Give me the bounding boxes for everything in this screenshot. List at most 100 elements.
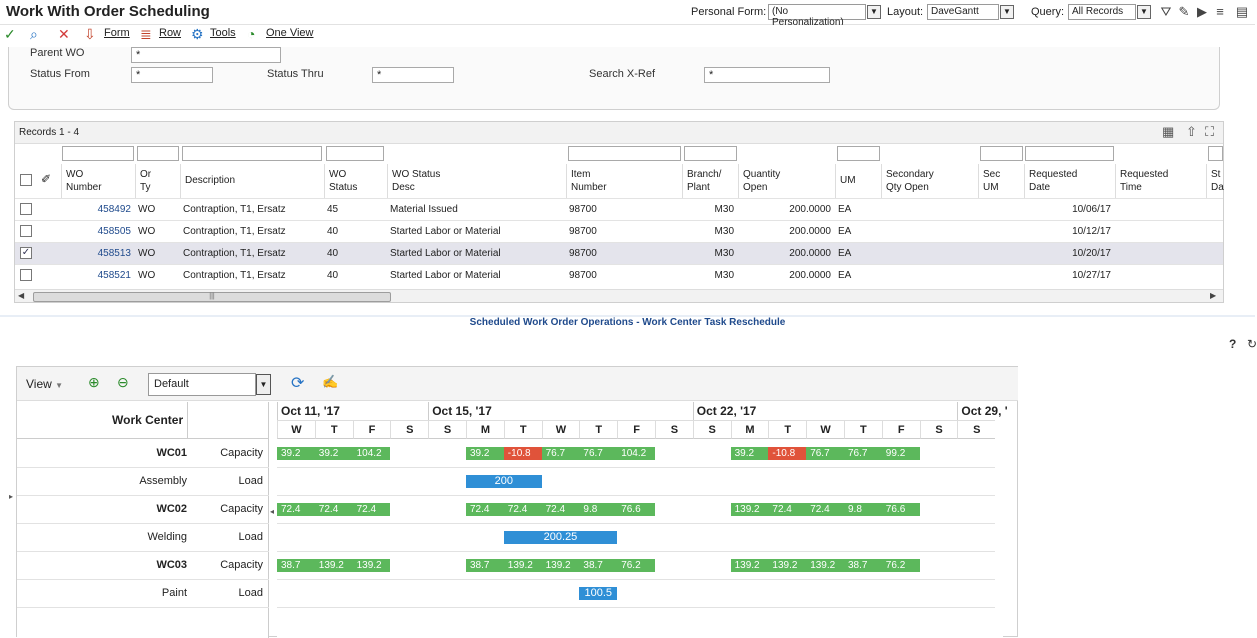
row-menu[interactable]: Row (159, 27, 182, 39)
capacity-cell[interactable]: 76.2 (881, 559, 920, 572)
capacity-cell[interactable]: 38.7 (466, 559, 504, 572)
capacity-cell[interactable]: 72.4 (768, 503, 807, 516)
status-thru-field[interactable]: * (372, 67, 454, 83)
cell-wo-number[interactable]: 458505 (97, 226, 131, 237)
capacity-cell[interactable]: 139.2 (503, 559, 542, 572)
scroll-left-icon[interactable]: ◀ (18, 291, 25, 300)
capacity-cell[interactable]: 139.2 (806, 559, 844, 572)
layout-select[interactable]: DaveGantt (927, 4, 999, 20)
form-icon[interactable]: ⇩ (84, 26, 96, 42)
zoom-out-icon[interactable]: ⊖ (117, 374, 129, 390)
capacity-cell[interactable]: 9.8 (579, 503, 618, 516)
col-um[interactable]: UM (835, 164, 881, 198)
row-checkbox[interactable] (20, 225, 32, 237)
qbe-st-da[interactable] (1208, 146, 1223, 161)
view-menu[interactable]: View ▼ (26, 377, 64, 391)
menu-icon[interactable]: ≡ (1216, 4, 1224, 19)
capacity-cell[interactable]: 139.2 (314, 559, 353, 572)
capacity-cell[interactable]: 38.7 (579, 559, 618, 572)
capacity-cell[interactable]: 139.2 (730, 559, 769, 572)
chevron-down-icon[interactable]: ▼ (867, 5, 881, 19)
capacity-cell[interactable]: 99.2 (881, 447, 920, 460)
ok-check-icon[interactable]: ✓ (4, 26, 16, 42)
capacity-cell[interactable]: 104.2 (617, 447, 655, 460)
select-all-checkbox[interactable] (20, 174, 32, 186)
capacity-cell[interactable]: 139.2 (352, 559, 391, 572)
load-bar[interactable]: 200.25 (503, 531, 618, 544)
preset-select[interactable]: Default (148, 373, 256, 396)
row-edit-icon[interactable]: ✐ (41, 172, 52, 186)
pencil-icon[interactable]: ✎ (1178, 4, 1190, 19)
capacity-cell[interactable]: 39.2 (277, 447, 315, 460)
status-from-field[interactable]: * (131, 67, 213, 83)
query-select[interactable]: All Records (1068, 4, 1136, 20)
capacity-cell[interactable]: 76.7 (579, 447, 618, 460)
cell-wo-number[interactable]: 458492 (97, 204, 131, 215)
chevron-down-icon[interactable]: ▼ (256, 374, 271, 395)
qbe-wo-number[interactable] (62, 146, 134, 161)
capacity-cell[interactable]: 104.2 (352, 447, 391, 460)
qbe-wo-status[interactable] (326, 146, 384, 161)
capacity-cell[interactable]: 38.7 (844, 559, 882, 572)
row-checkbox[interactable]: ✓ (20, 247, 32, 259)
play-icon[interactable]: ▶ (1197, 4, 1207, 19)
qbe-branch-plant[interactable] (684, 146, 737, 161)
expand-icon[interactable]: ⛶ (1205, 124, 1215, 139)
capacity-cell[interactable]: 39.2 (466, 447, 504, 460)
capacity-cell[interactable]: 76.7 (541, 447, 580, 460)
one-view-menu[interactable]: One View (266, 27, 314, 39)
capacity-cell[interactable]: 39.2 (730, 447, 769, 460)
filter-icon[interactable]: ⛛ (1160, 4, 1172, 19)
capacity-cell[interactable]: 38.7 (277, 559, 315, 572)
load-bar[interactable]: 200 (466, 475, 542, 488)
capacity-cell[interactable]: 72.4 (352, 503, 391, 516)
qbe-item-number[interactable] (568, 146, 681, 161)
capacity-cell[interactable]: 139.2 (768, 559, 807, 572)
qbe-um[interactable] (837, 146, 880, 161)
help-icon[interactable]: ? (1229, 337, 1237, 351)
col-branch-plant[interactable]: Branch/Plant (682, 164, 738, 198)
search-icon[interactable]: ⌕ (30, 26, 38, 42)
form-menu[interactable]: Form (104, 27, 130, 39)
collapse-left-icon[interactable]: ▸ (9, 492, 14, 501)
load-bar[interactable]: 100.5 (579, 587, 618, 600)
capacity-cell[interactable]: 72.4 (806, 503, 844, 516)
capacity-cell[interactable]: 76.7 (806, 447, 844, 460)
notes-icon[interactable]: ▤ (1235, 4, 1249, 19)
scrollbar-thumb[interactable]: ||| (33, 292, 391, 302)
parent-wo-field[interactable]: * (131, 47, 281, 63)
export-icon[interactable]: ⇧ (1186, 124, 1197, 139)
splitter-handle-icon[interactable]: ◂ (270, 507, 275, 516)
row-icon[interactable]: ≣ (140, 26, 152, 42)
tools-menu[interactable]: Tools (210, 27, 236, 39)
qbe-description[interactable] (182, 146, 322, 161)
capacity-cell[interactable]: -10.8 (768, 447, 807, 460)
refresh-icon[interactable]: ↻ (1247, 337, 1257, 351)
capacity-cell[interactable]: 139.2 (730, 503, 769, 516)
capacity-cell[interactable]: 72.4 (503, 503, 542, 516)
col-description[interactable]: Description (180, 164, 324, 198)
capacity-cell[interactable]: 139.2 (541, 559, 580, 572)
capacity-cell[interactable]: 76.2 (617, 559, 655, 572)
capacity-cell[interactable]: 76.6 (617, 503, 655, 516)
cell-wo-number[interactable]: 458521 (97, 270, 131, 281)
capacity-cell[interactable]: 72.4 (277, 503, 315, 516)
